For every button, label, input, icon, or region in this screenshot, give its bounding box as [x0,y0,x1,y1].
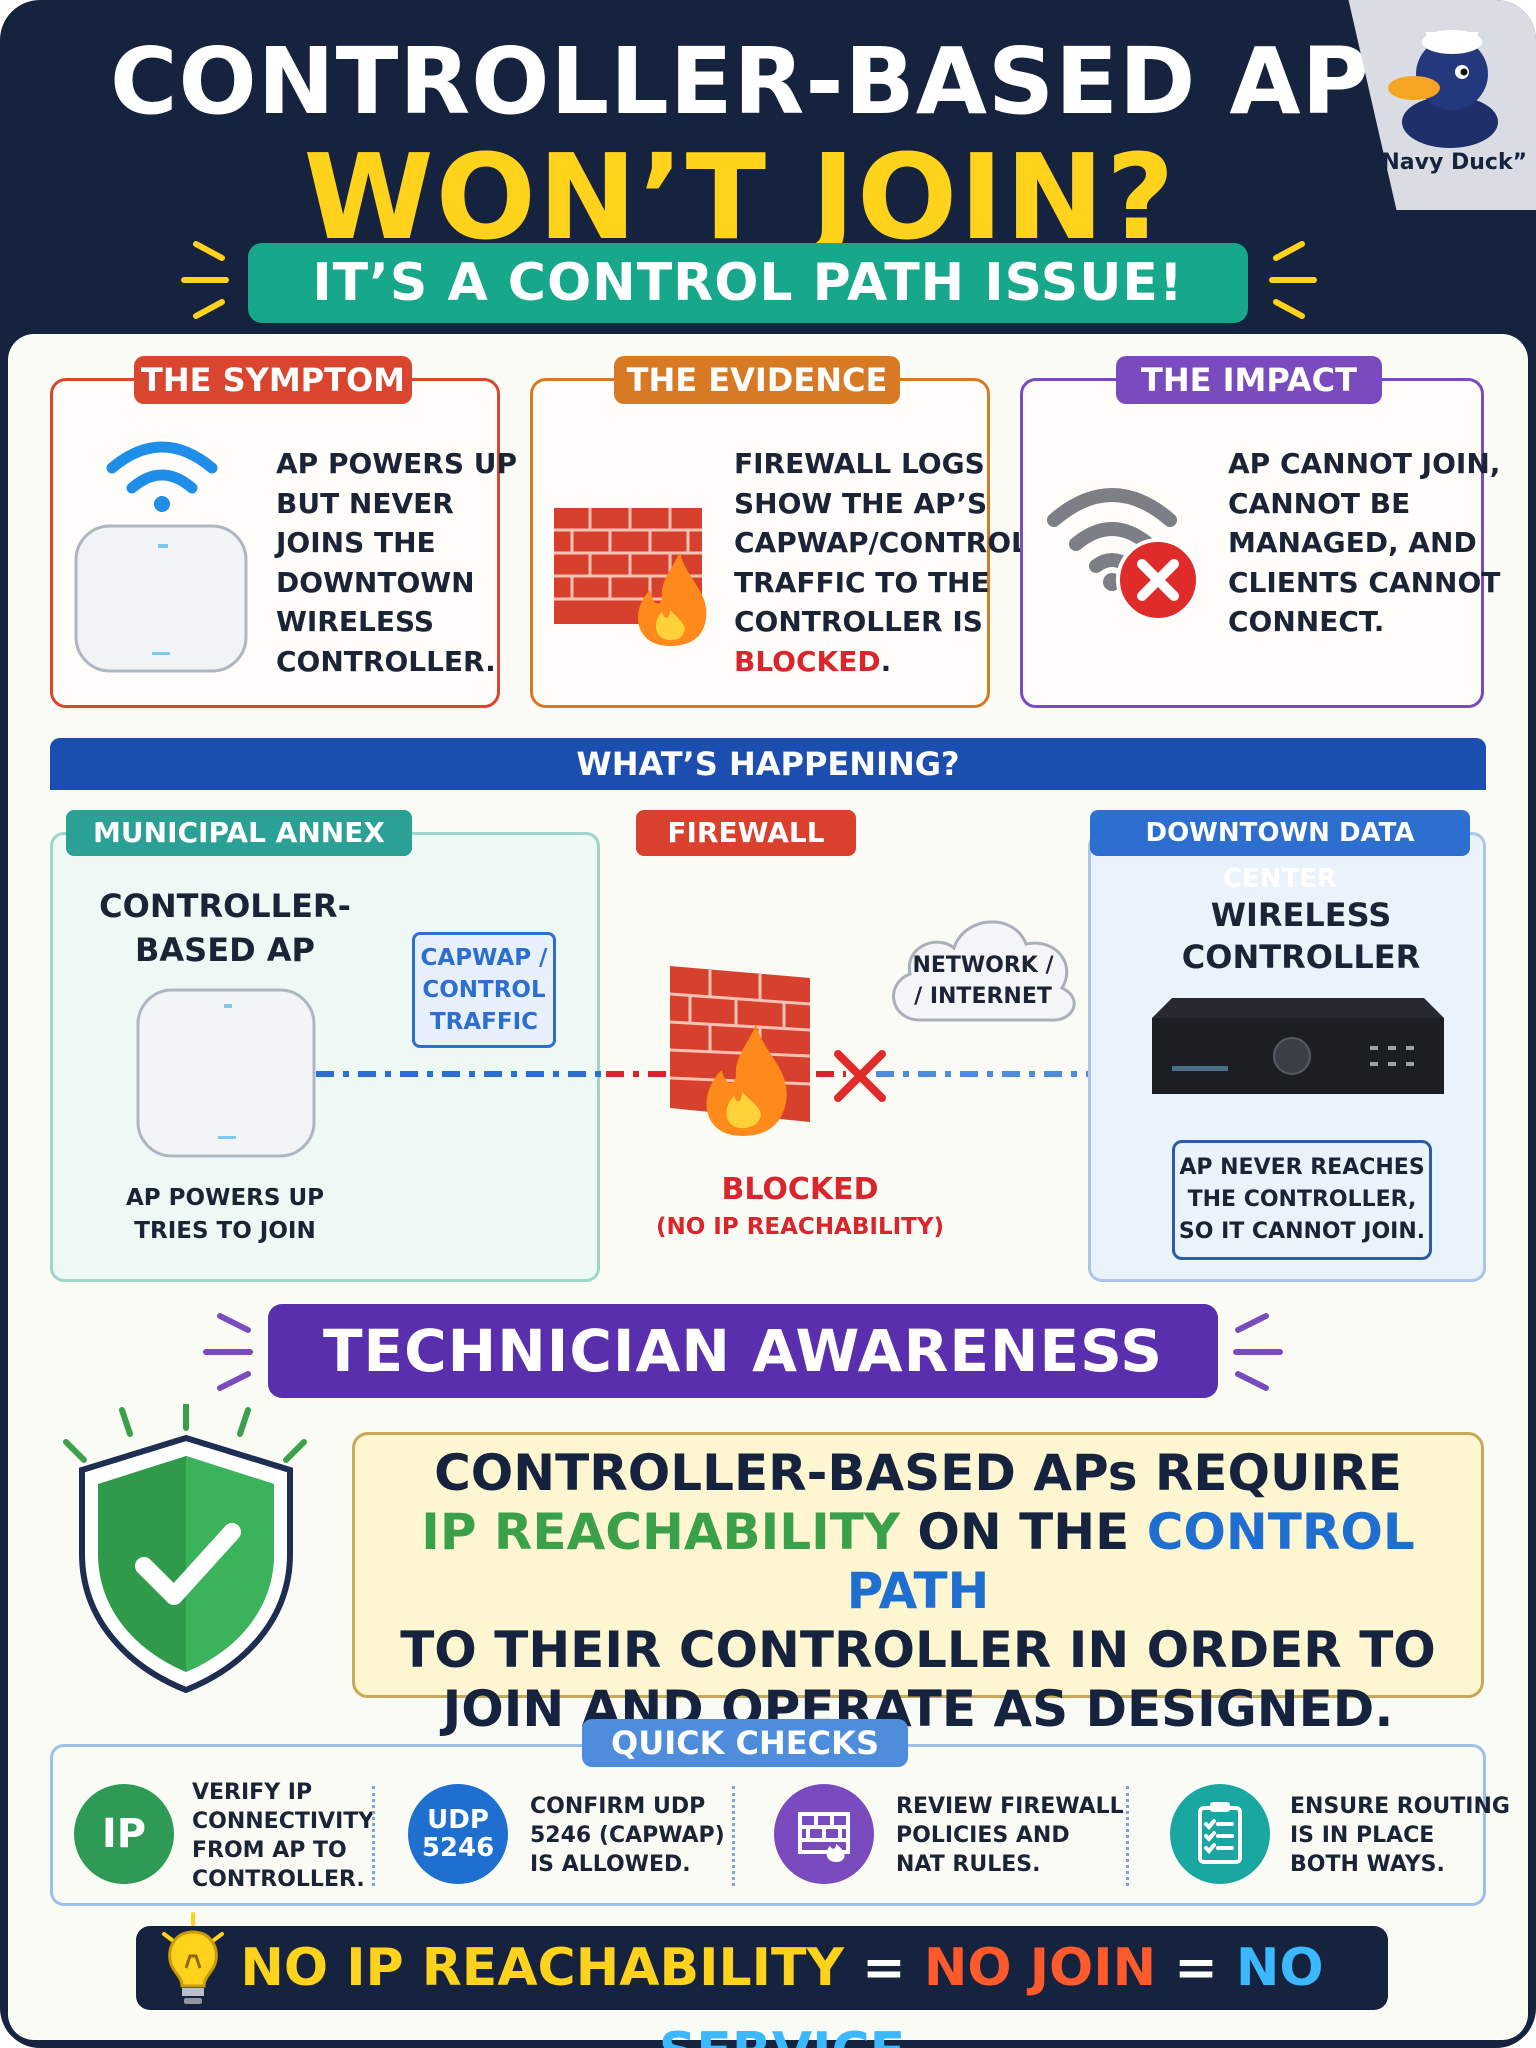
ap-caption: AP POWERS UP TRIES TO JOIN [126,1185,324,1244]
cloud-label: NETWORK / / INTERNET [912,953,1054,1009]
subtitle-banner: IT’S A CONTROL PATH ISSUE! [248,243,1248,323]
firewall-badge [774,1784,874,1884]
divider [372,1786,375,1886]
duck-mascot-icon [1388,30,1498,148]
blocked-x-icon [834,1050,886,1102]
blocked-highlight: BLOCKED [734,644,881,678]
lightbulb-icon [162,1912,224,2004]
quick-checks-tag: QUICK CHECKS [582,1719,908,1767]
checklist-badge [1170,1784,1270,1884]
symptom-tag: THE SYMPTOM [134,356,412,404]
wireless-controller-icon [1152,998,1444,1094]
technician-awareness-bar: TECHNICIAN AWARENESS [268,1304,1218,1398]
whats-happening-bar: WHAT’S HAPPENING? [50,738,1486,790]
controller-label: WIRELESS CONTROLLER [1181,896,1421,976]
check-firewall-text: REVIEW FIREWALL POLICIES AND NAT RULES. [896,1794,1124,1877]
evidence-text: FIREWALL LOGS SHOW THE AP’S CAPWAP/CONTR… [734,447,1029,678]
traffic-label: CAPWAP / CONTROL TRAFFIC [420,945,548,1035]
ap-label: CONTROLLER- BASED AP [99,887,351,969]
access-point-icon [74,441,248,673]
divider [1126,1786,1129,1886]
firewall-icon [798,1812,850,1862]
burst-left-purple-icon [203,1313,253,1391]
udp-badge: UDP 5246 [408,1784,508,1884]
checklist-icon [1198,1802,1242,1864]
center-firewall-icon [669,966,811,1136]
firewall-tag: FIREWALL [636,810,856,856]
check-ip-text: VERIFY IP CONNECTIVITY FROM AP TO CONTRO… [192,1780,375,1892]
awareness-box [352,1432,1484,1698]
impact-tag: THE IMPACT [1116,356,1382,404]
impact-card [1020,378,1484,708]
impact-text: AP CANNOT JOIN, CANNOT BE MANAGED, AND C… [1228,447,1501,638]
burst-right-purple-icon [1233,1313,1283,1391]
check-routing-text: ENSURE ROUTING IS IN PLACE BOTH WAYS. [1290,1794,1510,1877]
burst-left-icon [181,241,229,319]
mascot-label: “Navy Duck” [1366,150,1528,175]
symptom-text: AP POWERS UP BUT NEVER JOINS THE DOWNTOW… [276,447,518,678]
check-udp-text: CONFIRM UDP 5246 (CAPWAP) IS ALLOWED. [530,1794,725,1877]
municipal-annex-tag: MUNICIPAL ANNEX [66,810,412,856]
access-point-device-icon [136,988,316,1158]
shield-check-icon [63,1404,307,1694]
bottom-summary-bar: NO IP REACHABILITY = NO JOIN = NO SERVIC… [136,1926,1388,2048]
data-center-tag: DOWNTOWN DATA CENTER [1090,810,1470,894]
cloud-icon [892,920,1076,1022]
blocked-sublabel: (NO IP REACHABILITY) [655,1214,945,1240]
traffic-label-box [412,932,556,1048]
evidence-tag: THE EVIDENCE [614,356,900,404]
awareness-text: CONTROLLER-BASED APs REQUIRE IP REACHABI… [400,1444,1436,1738]
burst-right-icon [1269,241,1317,319]
controller-note-box [1172,1140,1432,1260]
blocked-label: BLOCKED [721,1172,879,1207]
firewall-icon [554,508,707,646]
controller-note: AP NEVER REACHES THE CONTROLLER, SO IT C… [1178,1155,1426,1244]
no-wifi-icon [1047,488,1200,622]
divider [732,1786,735,1886]
ip-badge: IP [74,1784,174,1884]
title-line-1: CONTROLLER-BASED AP [109,28,1371,135]
